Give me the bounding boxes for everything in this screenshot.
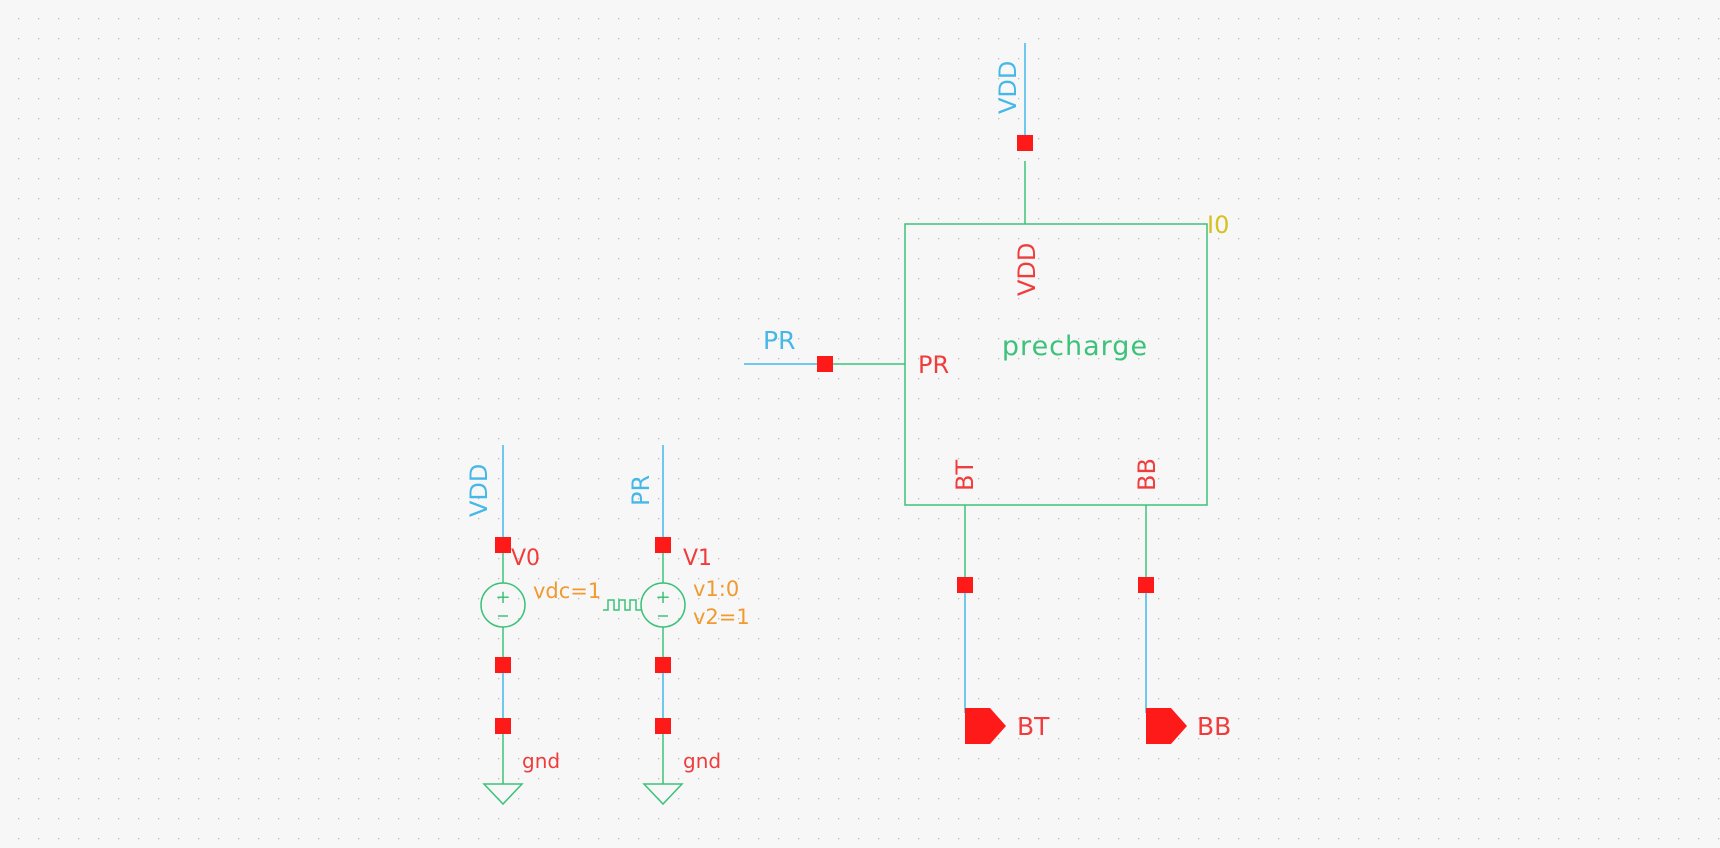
net-label-vdd-src: VDD — [465, 464, 493, 517]
pin-square — [655, 537, 671, 553]
pin-label-bt: BT — [951, 460, 979, 491]
wires — [502, 43, 1147, 718]
pin-square — [655, 657, 671, 673]
net-label-pr-in: PR — [763, 326, 795, 355]
instance-name: I0 — [1207, 211, 1229, 239]
pin-square — [1017, 135, 1033, 151]
net-label-vdd-top: VDD — [994, 61, 1022, 114]
source-v0[interactable]: + V0 vdc=1 gnd — [480, 546, 601, 806]
pin-squares — [495, 135, 1154, 734]
ground-label-v1: gnd — [683, 749, 721, 773]
port-pin-icon — [965, 708, 1006, 744]
port-label-bt: BT — [1017, 712, 1050, 741]
port-bb[interactable]: BB — [1146, 708, 1231, 744]
pin-square — [495, 718, 511, 734]
pulse-waveform-icon — [603, 599, 641, 611]
pin-square — [957, 577, 973, 593]
pin-square — [817, 356, 833, 372]
source-circle — [480, 582, 526, 628]
net-label-pr-src: PR — [627, 475, 655, 506]
port-pin-icon — [1146, 708, 1187, 744]
pin-square — [495, 657, 511, 673]
plus-glyph: + — [495, 587, 510, 608]
pin-label-bb: BB — [1133, 458, 1161, 491]
pin-label-pr: PR — [918, 351, 949, 379]
source-param-v0: vdc=1 — [533, 579, 601, 603]
precharge-block[interactable]: precharge I0 VDD PR BT BB — [832, 161, 1229, 577]
source-param-v1-a: v1:0 — [693, 577, 739, 601]
pin-square — [495, 537, 511, 553]
pin-square — [655, 718, 671, 734]
source-name-v0: V0 — [511, 546, 540, 571]
source-circle — [640, 582, 686, 628]
block-name: precharge — [1002, 331, 1148, 362]
ground-label-v0: gnd — [522, 749, 560, 773]
source-param-v1-b: v2=1 — [693, 605, 750, 629]
source-name-v1: V1 — [683, 546, 712, 571]
plus-glyph: + — [655, 587, 670, 608]
port-bt[interactable]: BT — [965, 708, 1050, 744]
source-v1[interactable]: + V1 v1:0 v2=1 gnd — [603, 546, 750, 806]
pin-label-vdd: VDD — [1013, 243, 1041, 296]
pin-square — [1138, 577, 1154, 593]
port-label-bb: BB — [1197, 712, 1231, 741]
